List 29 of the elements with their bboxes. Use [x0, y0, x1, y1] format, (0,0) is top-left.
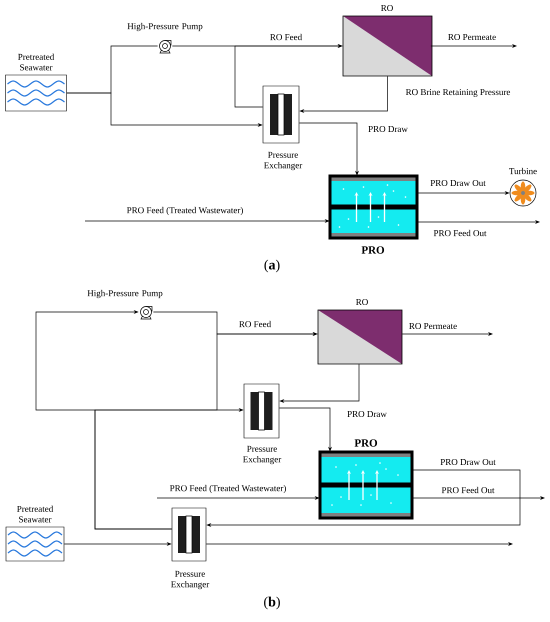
edge-label: RO Brine Retaining Pressure: [404, 88, 512, 98]
node-label: Pretreated Seawater: [17, 506, 54, 522]
edge-label: PRO Feed (Treated Wastewater): [126, 206, 244, 216]
edge-label: RO Permeate: [446, 32, 498, 42]
seawater-tank: Pretreated Seawater: [5, 54, 67, 112]
edge-label: RO Permeate: [408, 322, 458, 330]
node-label: Pressure Exchanger: [243, 446, 282, 464]
pressure-exchanger: Pressure Exchanger: [262, 86, 302, 170]
panel-label: (b): [264, 596, 280, 610]
edge-label: PRO Feed Out: [432, 228, 488, 238]
edge-label: PRO Draw Out: [429, 178, 487, 188]
panel-label: (a): [264, 260, 280, 272]
edge-label: RO Feed: [268, 32, 304, 42]
node-label: Pressure Exchanger: [171, 570, 210, 590]
pressure-exchanger: Pressure Exchanger: [243, 384, 282, 464]
node-label: Pretreated Seawater: [18, 54, 54, 70]
pro-membrane-unit: PRO: [318, 439, 414, 520]
edge-label: PRO Feed Out: [440, 486, 496, 494]
ro-membrane-unit: RO: [342, 4, 432, 76]
pressure-exchanger: Pressure Exchanger: [171, 508, 210, 590]
edge-label: RO Feed: [238, 320, 272, 328]
edge-label: PRO Draw Out: [439, 458, 497, 466]
edge-label: PRO Feed (Treated Wastewater): [168, 484, 288, 494]
pro-membrane-unit: PRO: [328, 174, 418, 254]
node-label: Pressure Exchanger: [264, 152, 302, 170]
edge-label: PRO Draw: [367, 124, 409, 134]
seawater-tank: Pretreated Seawater: [6, 506, 64, 562]
ro-membrane-unit: RO: [318, 298, 402, 364]
edge-label: PRO Draw: [346, 410, 388, 418]
